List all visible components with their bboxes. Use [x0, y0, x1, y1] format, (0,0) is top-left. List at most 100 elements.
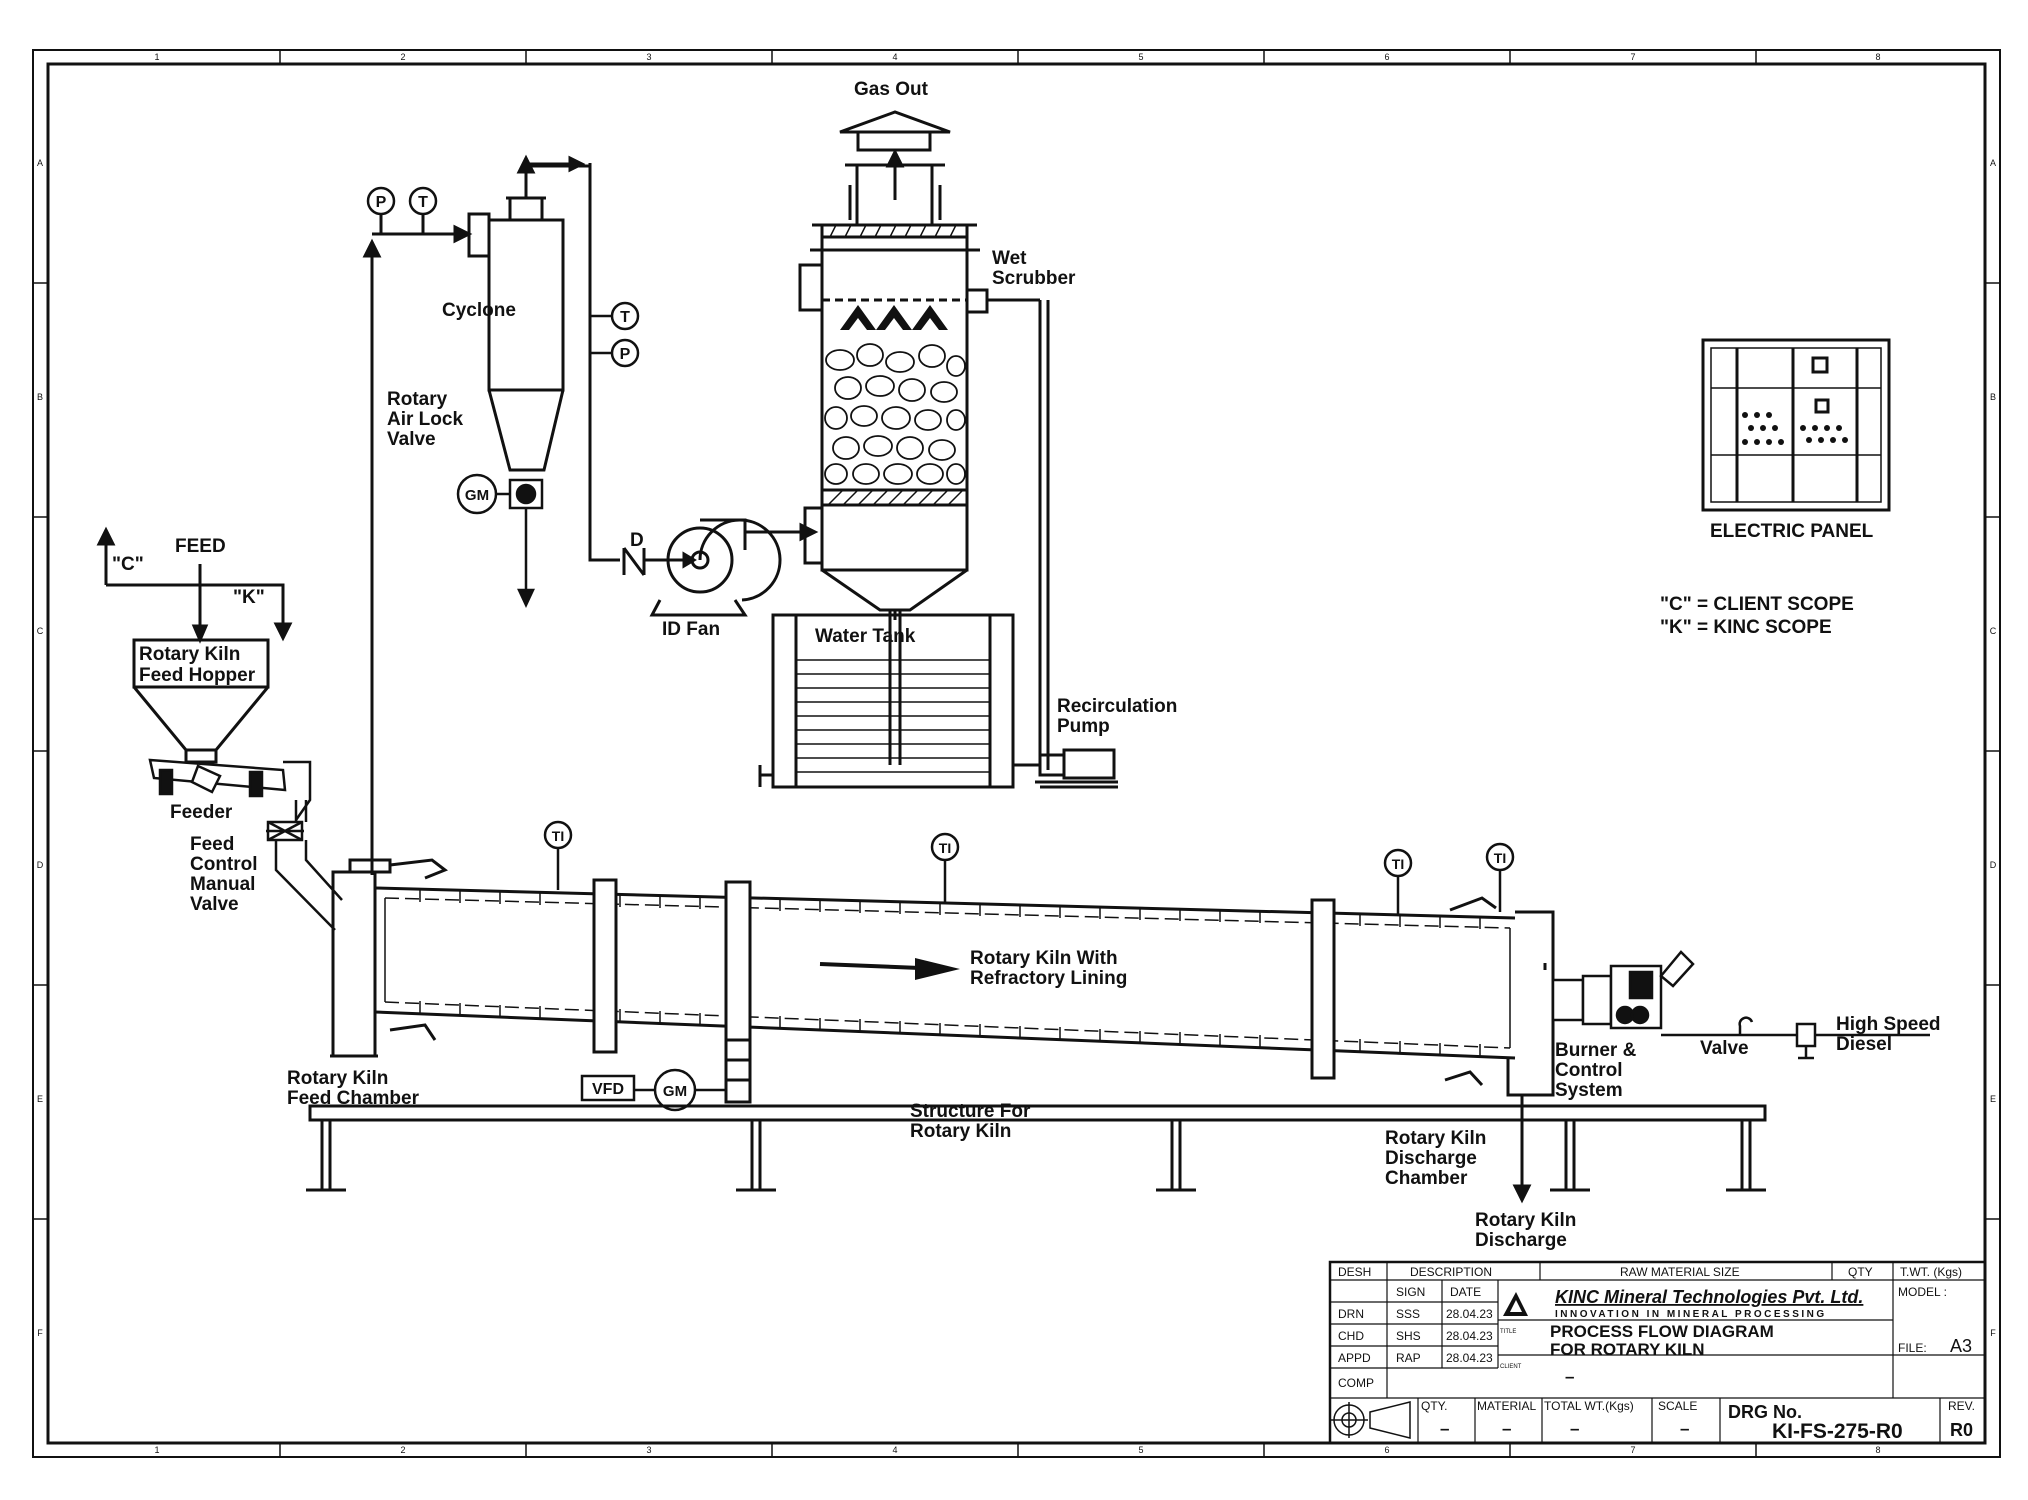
row-label: D — [37, 860, 44, 870]
discharge-chamber-label: Discharge — [1385, 1148, 1477, 1169]
gear-motor-label: GM — [465, 487, 489, 504]
tb-scale: SCALE — [1658, 1399, 1697, 1413]
recirculation-pump-label: Recirculation — [1057, 696, 1177, 717]
kiln-label: Refractory Lining — [970, 968, 1127, 989]
tb-file-label: FILE: — [1898, 1341, 1927, 1355]
diesel-label: Diesel — [1836, 1034, 1892, 1055]
damper-label: D — [630, 530, 644, 551]
instrument-pressure-label: P — [620, 346, 631, 363]
row-label: A — [37, 158, 43, 168]
tb-material: MATERIAL — [1477, 1399, 1536, 1413]
feed-line — [96, 526, 293, 644]
row-label: B — [37, 392, 43, 402]
client-scope-tag: "C" — [112, 554, 144, 575]
feed-valve-label: Valve — [190, 894, 239, 915]
tb-tagline: INNOVATION IN MINERAL PROCESSING — [1555, 1309, 1827, 1320]
row-label: D — [1990, 860, 1997, 870]
instrument-pressure-duct: P — [590, 338, 640, 368]
ti-tag: TI — [939, 840, 951, 856]
gas-out-label: Gas Out — [854, 79, 929, 100]
wet-scrubber-label: Scrubber — [992, 268, 1076, 289]
feed-chamber — [330, 858, 449, 1058]
electric-panel — [1701, 338, 1891, 512]
sheet-border — [32, 49, 2001, 1458]
tb-model: MODEL : — [1898, 1285, 1947, 1299]
company-logo — [1503, 1292, 1528, 1316]
panel-indicator-lights — [1742, 412, 1848, 445]
spray-nozzles — [840, 305, 948, 330]
feed-chamber-label: Rotary Kiln — [287, 1068, 388, 1089]
tb-qty2: QTY. — [1421, 1399, 1447, 1413]
tb-dash: – — [1440, 1419, 1449, 1438]
discharge-label: Discharge — [1475, 1230, 1567, 1251]
discharge-chamber-label: Chamber — [1385, 1168, 1468, 1189]
feed-valve-label: Manual — [190, 874, 255, 895]
water-tank-label: Water Tank — [815, 626, 916, 647]
wet-scrubber — [798, 110, 1050, 770]
tb-rev-label: REV. — [1948, 1399, 1975, 1413]
vibro-feeder — [148, 758, 312, 821]
tb-title-tag: TITLE — [1500, 1329, 1516, 1335]
col-label: 5 — [1138, 52, 1143, 62]
burner-label: Control — [1555, 1060, 1623, 1081]
burner-label: System — [1555, 1080, 1623, 1101]
tb-dash: – — [1502, 1419, 1511, 1438]
airlock-label: Rotary — [387, 389, 448, 410]
discharge-label: Rotary Kiln — [1475, 1210, 1576, 1231]
title-block — [1328, 1260, 1987, 1445]
tb-drn: DRN — [1338, 1307, 1364, 1321]
tb-appd-date: 28.04.23 — [1446, 1351, 1493, 1365]
tb-date: DATE — [1450, 1285, 1481, 1299]
feed-hopper-label: Rotary Kiln — [139, 644, 240, 665]
valve-label: Valve — [1700, 1038, 1749, 1059]
feed-chamber-label: Feed Chamber — [287, 1088, 420, 1109]
feed-hopper-label: Feed Hopper — [139, 665, 256, 686]
row-label: F — [1990, 1328, 1996, 1338]
discharge-chamber-label: Rotary Kiln — [1385, 1128, 1486, 1149]
tb-drn-date: 28.04.23 — [1446, 1307, 1493, 1321]
feed-valve-label: Control — [190, 854, 258, 875]
tb-dash: – — [1680, 1419, 1689, 1438]
legend-client-scope: "C" = CLIENT SCOPE — [1660, 594, 1854, 615]
col-label: 4 — [892, 1445, 897, 1455]
tb-dash: – — [1570, 1419, 1579, 1438]
row-label: B — [1990, 392, 1996, 402]
tb-description: DESCRIPTION — [1410, 1265, 1492, 1279]
feed-label: FEED — [175, 536, 226, 557]
recirculation-pump — [1013, 748, 1118, 789]
kiln-support-structure — [306, 1104, 1767, 1192]
row-label: C — [1990, 626, 1997, 636]
id-fan — [649, 518, 819, 617]
cyclone-label: Cyclone — [442, 300, 516, 321]
tb-appd-sign: RAP — [1396, 1351, 1421, 1365]
kiln-flow-arrow — [819, 958, 960, 980]
kiln-drive — [580, 1068, 726, 1112]
col-label: 1 — [154, 1445, 159, 1455]
ti-tag: TI — [1392, 856, 1404, 872]
tb-title-line1: PROCESS FLOW DIAGRAM — [1550, 1322, 1774, 1341]
airlock-label: Valve — [387, 429, 436, 450]
col-label: 6 — [1384, 1445, 1389, 1455]
id-fan-label: ID Fan — [662, 619, 720, 640]
water-lines — [796, 659, 990, 773]
tb-sign: SIGN — [1396, 1285, 1425, 1299]
feed-hopper — [132, 638, 270, 764]
airlock-label: Air Lock — [387, 409, 463, 430]
gear-motor-label: GM — [663, 1083, 687, 1100]
recirculation-pump-label: Pump — [1057, 716, 1110, 737]
tb-drg-no: KI-FS-275-R0 — [1772, 1420, 1903, 1443]
col-label: 3 — [646, 1445, 651, 1455]
kiln-refractory-teeth — [419, 890, 1481, 1056]
row-label: C — [37, 626, 44, 636]
tb-qty: QTY — [1848, 1265, 1873, 1279]
discharge-chamber — [1444, 896, 1555, 1204]
col-label: 7 — [1630, 1445, 1635, 1455]
kiln-riding-rings — [592, 878, 1336, 1104]
row-label: E — [1990, 1094, 1996, 1104]
scrubber-packing — [824, 343, 966, 485]
scrubber-hatching — [827, 224, 964, 506]
tb-appd: APPD — [1338, 1351, 1371, 1365]
instrument-pressure: P — [366, 186, 396, 216]
legend-kinc-scope: "K" = KINC SCOPE — [1660, 617, 1832, 638]
